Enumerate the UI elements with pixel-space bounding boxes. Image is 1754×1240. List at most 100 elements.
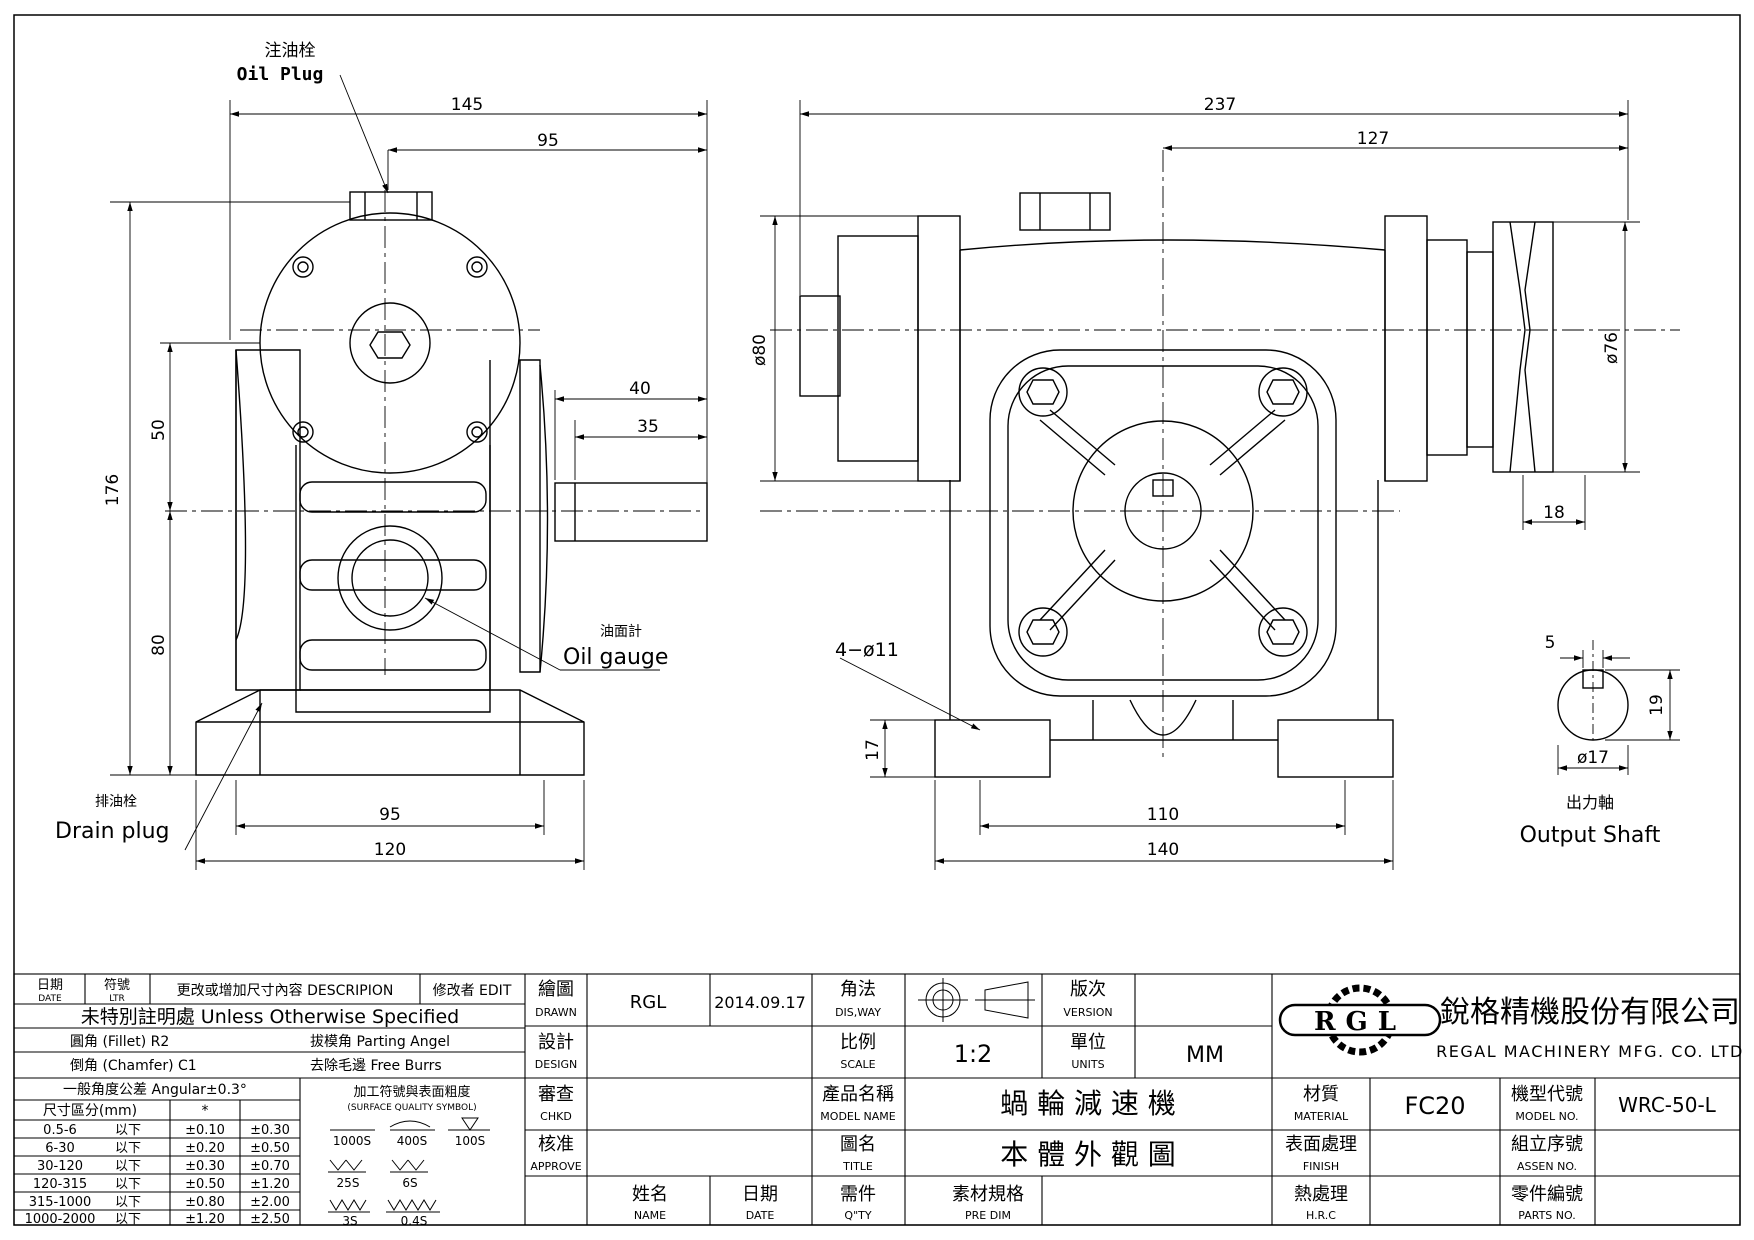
units-label-cn: 單位: [1070, 1032, 1106, 1053]
model-name-label-cn: 產品名稱: [822, 1084, 894, 1105]
qty-label-cn: 需件: [840, 1184, 876, 1205]
surface-100s: 100S: [455, 1134, 486, 1148]
tol-b: ±0.50: [250, 1141, 290, 1156]
company-name-en: REGAL MACHINERY MFG. CO. LTD: [1436, 1042, 1744, 1061]
surface-400s: 400S: [397, 1134, 428, 1148]
qty-label: Q"TY: [844, 1209, 871, 1222]
units-label: UNITS: [1071, 1058, 1104, 1071]
tol-range: 1000-2000: [25, 1212, 96, 1227]
dim-95-top: 95: [537, 131, 559, 151]
front-view: [760, 150, 1680, 778]
dim-176: 176: [103, 474, 123, 506]
angular-note: 一般角度公差 Angular±0.3°: [63, 1082, 247, 1098]
surface-3s: 3S: [342, 1214, 357, 1228]
projection-symbol: [918, 978, 1035, 1022]
surface-6s: 6S: [402, 1176, 417, 1190]
model-name-value: 蝸 輪 減 速 機: [1000, 1087, 1176, 1120]
scale-label-cn: 比例: [840, 1032, 876, 1053]
output-shaft-label: Output Shaft: [1520, 823, 1661, 848]
surface-title: 加工符號與表面粗度: [353, 1084, 470, 1100]
rev-edit: 修改者 EDIT: [433, 983, 512, 999]
model-name-label: MODEL NAME: [820, 1110, 895, 1123]
assen-label: ASSEN NO.: [1517, 1160, 1577, 1173]
rev-ltr-cn: 符號: [104, 977, 130, 993]
tol-range: 315-1000: [29, 1195, 92, 1210]
tol-a: ±0.50: [185, 1177, 225, 1192]
surface-25s: 25S: [337, 1176, 360, 1190]
oil-plug-label: Oil Plug: [237, 64, 324, 85]
material-label-cn: 材質: [1303, 1084, 1339, 1105]
tol-below: 以下: [115, 1212, 141, 1227]
dim-50: 50: [149, 419, 169, 441]
oil-gauge-label-cn: 油面計: [600, 624, 642, 640]
tol-range: 0.5-6: [43, 1123, 77, 1138]
drain-plug-label-cn: 排油栓: [95, 794, 137, 810]
finish-label-cn: 表面處理: [1285, 1134, 1357, 1155]
tol-b: ±0.30: [250, 1123, 290, 1138]
parts-label: PARTS NO.: [1518, 1209, 1575, 1222]
oil-gauge-label: Oil gauge: [563, 645, 668, 670]
dim-18: 18: [1543, 503, 1565, 523]
date-label-cn: 日期: [742, 1184, 778, 1205]
model-no-label: MODEL NO.: [1515, 1110, 1578, 1123]
chamfer-note: 倒角 (Chamfer) C1: [70, 1058, 197, 1074]
dim-17: 17: [863, 739, 883, 761]
version-label-cn: 版次: [1070, 979, 1106, 1000]
pre-dim-label: PRE DIM: [965, 1209, 1011, 1222]
drawn-date: 2014.09.17: [714, 993, 806, 1012]
dim-d17: ø17: [1577, 748, 1609, 768]
tol-range: 30-120: [37, 1159, 83, 1174]
front-dimensions: [760, 100, 1680, 870]
units-value: MM: [1186, 1043, 1224, 1068]
dim-d80: ø80: [750, 334, 770, 366]
tol-below: 以下: [115, 1123, 141, 1138]
title-value: 本 體 外 觀 圖: [1000, 1138, 1176, 1171]
rev-ltr-en: LTR: [109, 994, 125, 1004]
company-name-cn: 銳格精機股份有限公司: [1440, 995, 1740, 1030]
holes-label: 4−ø11: [835, 639, 899, 661]
parting-note: 拔模角 Parting Angel: [310, 1034, 450, 1050]
tol-a: ±0.30: [185, 1159, 225, 1174]
material-value: FC20: [1404, 1092, 1465, 1120]
tol-a: ±1.20: [185, 1212, 225, 1227]
oil-plug-label-cn: 注油栓: [265, 41, 316, 61]
approve-label-cn: 核准: [538, 1134, 574, 1155]
name-label-cn: 姓名: [632, 1184, 668, 1205]
dim-5: 5: [1545, 633, 1556, 653]
chkd-label-cn: 審查: [538, 1084, 574, 1105]
dis-label: DIS,WAY: [835, 1006, 881, 1019]
side-view: [165, 190, 708, 776]
size-header: 尺寸區分(mm): [43, 1103, 137, 1119]
hrc-label-cn: 熱處理: [1294, 1184, 1348, 1205]
drain-plug-label: Drain plug: [55, 819, 170, 844]
material-label: MATERIAL: [1294, 1110, 1349, 1123]
parts-label-cn: 零件編號: [1511, 1184, 1583, 1205]
title-label: TITLE: [842, 1160, 873, 1173]
surface-symbols: [328, 1117, 490, 1213]
tol-b: ±1.20: [250, 1177, 290, 1192]
chkd-label: CHKD: [540, 1110, 572, 1123]
rev-desc: 更改或增加尺寸內容 DESCRIPION: [177, 982, 394, 999]
dim-95-bottom: 95: [379, 805, 401, 825]
star-header: *: [202, 1103, 209, 1119]
title-block-grid: [13, 973, 1741, 1226]
fillet-note: 圓角 (Fillet) R2: [70, 1034, 169, 1050]
model-no-label-cn: 機型代號: [1511, 1084, 1583, 1105]
finish-label: FINISH: [1303, 1160, 1339, 1173]
assen-label-cn: 組立序號: [1511, 1134, 1583, 1155]
dim-237: 237: [1204, 95, 1236, 115]
date-label: DATE: [746, 1209, 775, 1222]
name-label: NAME: [634, 1209, 666, 1222]
tol-below: 以下: [115, 1159, 141, 1174]
dim-19: 19: [1647, 694, 1667, 716]
approve-label: APPROVE: [530, 1160, 581, 1173]
surface-04s: 0.4S: [401, 1214, 428, 1228]
dim-145: 145: [451, 95, 483, 115]
tol-below: 以下: [115, 1141, 141, 1156]
drawn-by: RGL: [630, 992, 666, 1013]
scale-value: 1:2: [954, 1040, 993, 1068]
dim-80: 80: [149, 634, 169, 656]
design-label-cn: 設計: [538, 1032, 574, 1053]
hrc-label: H.R.C: [1306, 1209, 1336, 1222]
dim-110: 110: [1147, 805, 1179, 825]
